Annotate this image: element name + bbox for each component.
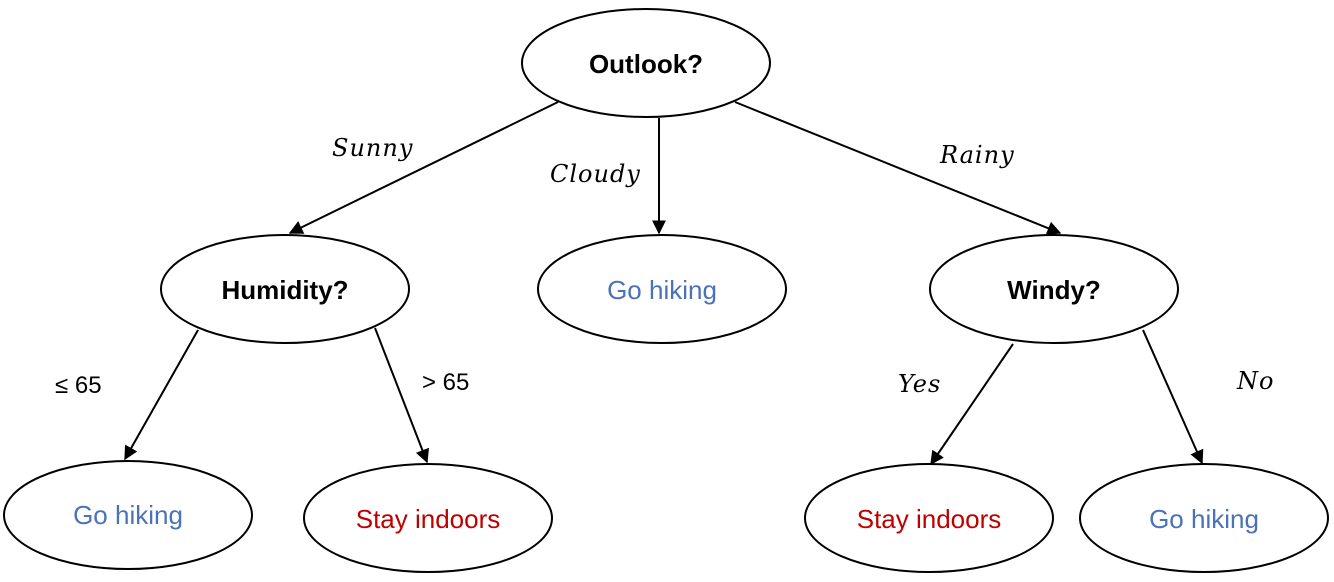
edge-label-humidity-high: > 65 (422, 369, 469, 396)
node-humidity-label: Humidity? (221, 275, 348, 305)
node-windy-label: Windy? (1007, 275, 1101, 305)
node-humidity: Humidity? (160, 234, 410, 344)
node-cloudy-go-hiking-label: Go hiking (607, 275, 717, 305)
edge-rainy (734, 101, 1062, 235)
edge-label-windy-no: No (1236, 367, 1274, 395)
node-cloudy-go-hiking: Go hiking (537, 234, 787, 344)
edge-label-cloudy: Cloudy (550, 160, 641, 188)
node-humidity-high-stay-indoors-label: Stay indoors (356, 504, 501, 534)
node-windy-no-go-hiking-label: Go hiking (1149, 504, 1259, 534)
node-windy-yes-stay-indoors: Stay indoors (804, 463, 1054, 573)
edge-windy-yes (930, 343, 1014, 466)
edge-label-windy-yes: Yes (898, 370, 941, 398)
node-humidity-high-stay-indoors: Stay indoors (303, 463, 553, 573)
edge-label-rainy: Rainy (939, 141, 1015, 169)
node-humidity-low-go-hiking-label: Go hiking (73, 500, 183, 530)
edge-humidity-high (374, 327, 429, 464)
edge-humidity-low (124, 329, 199, 461)
node-outlook-label: Outlook? (589, 49, 703, 79)
node-humidity-low-go-hiking: Go hiking (3, 460, 253, 570)
edge-sunny (288, 101, 559, 234)
node-outlook: Outlook? (521, 8, 771, 118)
edge-windy-no (1142, 329, 1204, 465)
node-windy: Windy? (929, 234, 1179, 344)
edge-label-sunny: Sunny (332, 134, 413, 162)
node-windy-yes-stay-indoors-label: Stay indoors (857, 504, 1002, 534)
edge-label-humidity-low: ≤ 65 (55, 372, 102, 399)
node-windy-no-go-hiking: Go hiking (1079, 463, 1329, 573)
